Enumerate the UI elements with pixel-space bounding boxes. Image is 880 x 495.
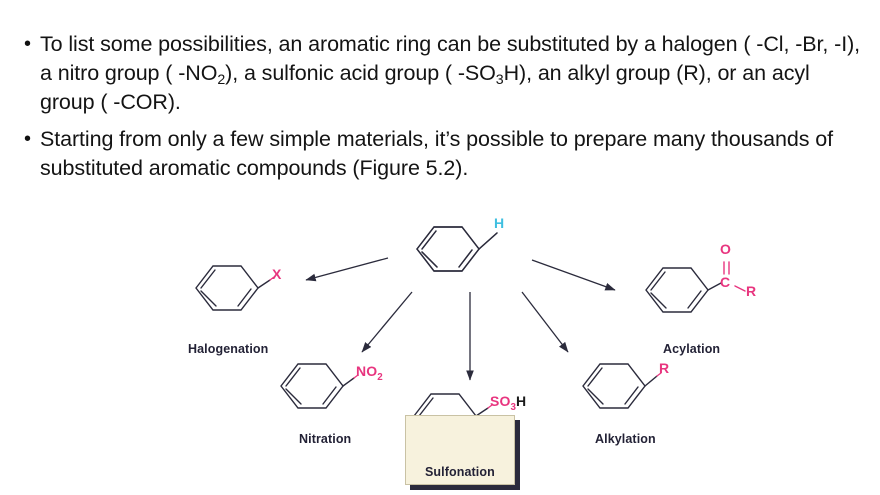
bullet-1-seg-0: To list some possibilities, an aromatic … [40, 32, 861, 85]
double-bond [322, 386, 337, 405]
bullet-marker: • [24, 128, 32, 150]
substituent-connectors [269, 276, 662, 409]
bond-to-substituent [478, 232, 498, 250]
center-benzene-overlay [416, 226, 498, 272]
double-bond [237, 288, 252, 307]
double-bond [687, 290, 702, 309]
nitro-sub: 2 [377, 371, 383, 383]
double-bond [624, 386, 639, 405]
arrow-group [305, 257, 616, 381]
connector-sulfonation [487, 404, 493, 409]
arrow-to-halogenation [305, 257, 389, 282]
arrow-to-nitration [361, 291, 413, 353]
double-bond [200, 269, 216, 289]
halogenation-structure [195, 265, 271, 311]
reaction-label-nitration: Nitration [299, 432, 352, 446]
double-bond [587, 388, 604, 405]
substituent-label-acyl-oxygen: O [720, 241, 731, 257]
substituent-label-acyl-r: R [746, 283, 757, 299]
arrow-to-acylation [531, 259, 616, 291]
alkylation-structure [582, 363, 658, 409]
bullet-1-sub-1: 2 [217, 71, 226, 88]
substituent-label-sulfonic: SO3H [490, 393, 526, 413]
sulfo-main: SO [490, 393, 511, 409]
double-bond [650, 292, 667, 309]
double-bond [418, 397, 434, 417]
bond-c-to-r [734, 285, 746, 292]
bond-to-substituent [644, 375, 658, 387]
double-bond [285, 388, 302, 405]
nitro-main: NO [356, 363, 378, 379]
center-highlight-box [405, 415, 515, 485]
reaction-scheme-figure: H X NO2 SO3H R O C R Halogenation Nitrat… [0, 200, 880, 495]
reaction-label-halogenation: Halogenation [188, 342, 269, 356]
bullet-2-seg-0: Starting from only a few simple material… [40, 127, 833, 180]
sulfo-sub: 3 [510, 401, 516, 413]
substituent-label-alkyl-r: R [659, 360, 670, 376]
substituent-label-nitro: NO2 [356, 363, 383, 383]
bond-to-carbonyl [707, 282, 722, 291]
substituent-label-acyl-carbon: C [720, 274, 731, 290]
reaction-label-sulfonation: Sulfonation [425, 465, 495, 479]
acylation-structure [645, 267, 722, 313]
arrow-to-alkylation [521, 291, 569, 353]
double-bond [650, 271, 666, 291]
center-structure-overlay [416, 226, 498, 272]
bullet-1-seg-4: H), an alkyl group (R), or an acyl group… [40, 61, 810, 114]
nitration-structure [280, 363, 355, 409]
double-bond [285, 367, 301, 387]
double-bond [200, 290, 217, 307]
substituent-label-halogen-x: X [272, 266, 282, 282]
bullet-text-1: To list some possibilities, an aromatic … [40, 30, 862, 117]
double-bond [421, 251, 438, 268]
bond-to-substituent [342, 377, 355, 387]
bullet-1-seg-2: ), a sulfonic acid group ( -SO [225, 61, 496, 85]
connector-nitration [353, 374, 359, 379]
bullet-text-2: Starting from only a few simple material… [40, 125, 862, 183]
reaction-label-alkylation: Alkylation [595, 432, 656, 446]
double-bond [587, 367, 603, 387]
bond-to-substituent [257, 279, 271, 289]
list-item: • To list some possibilities, an aromati… [22, 30, 862, 117]
acyl-group-bonds [723, 261, 746, 292]
double-bond [458, 249, 473, 268]
connector-alkylation [656, 372, 662, 377]
bullet-marker: • [24, 33, 32, 55]
bond-to-substituent [475, 407, 489, 417]
list-item: • Starting from only a few simple materi… [22, 125, 862, 183]
benzene-ring-center-overlay [416, 226, 480, 272]
reaction-label-acylation: Acylation [663, 342, 721, 356]
connector-halogenation [269, 276, 275, 281]
substituent-label-center-h: H [494, 215, 505, 231]
bullet-list: • To list some possibilities, an aromati… [22, 30, 862, 191]
sulfo-tail-h: H [516, 393, 527, 409]
bullet-1-sub-3: 3 [495, 71, 504, 88]
double-bond [421, 230, 437, 250]
